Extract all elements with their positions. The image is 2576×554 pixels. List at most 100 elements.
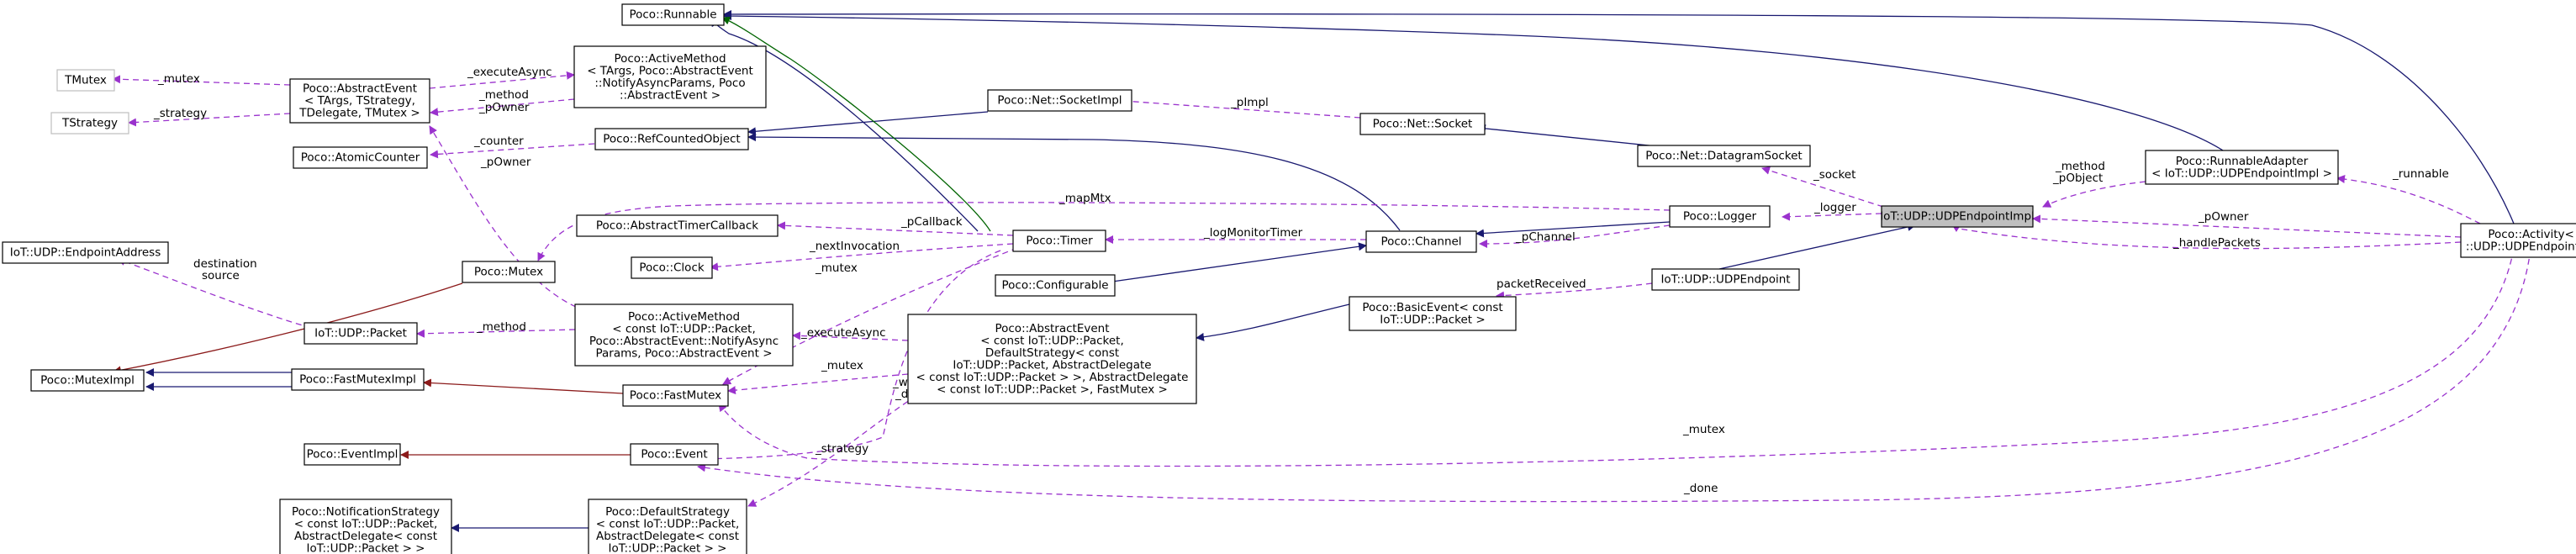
label-source: source <box>202 269 240 282</box>
node-fast-mutex[interactable]: Poco::FastMutex <box>622 384 729 407</box>
node-label: AbstractDelegate< const <box>596 530 739 543</box>
node-active-method-t[interactable]: Poco::ActiveMethod< TArgs, Poco::Abstrac… <box>573 45 767 108</box>
node-packet[interactable]: IoT::UDP::Packet <box>304 322 418 345</box>
node-box <box>1012 230 1106 252</box>
node-box <box>1365 230 1477 253</box>
node-label: TDelegate, TMutex > <box>298 107 420 120</box>
edge-logger-channel <box>1475 221 1671 238</box>
node-label: ::AbstractEvent > <box>620 88 721 102</box>
node-channel[interactable]: Poco::Channel <box>1365 230 1477 253</box>
node-abstract-event-t[interactable]: Poco::AbstractEvent< TArgs, TStrategy,TD… <box>289 78 430 124</box>
label-strategy-tstrategy: _strategy <box>153 107 207 120</box>
label-pimpl: _pImpl <box>1230 96 1269 109</box>
node-label: IoT::UDP::Packet > <box>1380 313 1485 326</box>
label-pcallback: _pCallback <box>900 215 963 229</box>
edge-pchannel <box>1479 224 1671 248</box>
node-datagram-socket[interactable]: Poco::Net::DatagramSocket <box>1637 145 1811 167</box>
edge-activity-runnable-adapter <box>2336 175 2481 224</box>
edge-packet-received <box>1496 282 1653 300</box>
node-logger[interactable]: Poco::Logger <box>1669 205 1771 228</box>
edge-abstract-event-default-strategy <box>747 384 934 507</box>
node-box <box>576 214 779 237</box>
node-label: Poco::Channel <box>1380 235 1461 249</box>
node-label: < TArgs, Poco::AbstractEvent <box>587 64 753 77</box>
label-mutex-tmutex: _mutex <box>157 72 200 86</box>
node-runnable-adapter[interactable]: Poco::RunnableAdapter< IoT::UDP::UDPEndp… <box>2145 150 2339 185</box>
node-default-strategy[interactable]: Poco::DefaultStrategy< const IoT::UDP::P… <box>588 499 747 554</box>
edge-timer-callback <box>777 221 1014 236</box>
label-method-1: _method <box>478 88 529 102</box>
node-box <box>2 241 169 264</box>
label-mutex-event: _mutex <box>821 359 863 372</box>
node-box <box>2460 223 2576 258</box>
edge-configurable-channel <box>1106 242 1367 283</box>
node-label: IoT::UDP::UDPEndpoint <box>1660 273 1790 287</box>
node-label: TMutex <box>64 74 107 87</box>
node-atomic-counter[interactable]: Poco::AtomicCounter <box>293 146 428 169</box>
node-box <box>304 322 418 345</box>
edge-activity-powner <box>2032 214 2462 238</box>
node-tmutex[interactable]: TMutex <box>56 69 115 92</box>
node-label: IoT::UDP::Packet, AbstractDelegate <box>953 358 1151 372</box>
node-udp-endpoint[interactable]: IoT::UDP::UDPEndpoint <box>1651 268 1800 291</box>
node-active-method-packet[interactable]: Poco::ActiveMethod< const IoT::UDP::Pack… <box>574 303 794 367</box>
label-pobject: _pObject <box>2052 171 2103 185</box>
node-event[interactable]: Poco::Event <box>630 443 719 466</box>
node-timer-callback[interactable]: Poco::AbstractTimerCallback <box>576 214 779 237</box>
node-basic-event[interactable]: Poco::BasicEvent< constIoT::UDP::Packet … <box>1349 296 1517 331</box>
node-box <box>1651 268 1800 291</box>
node-label: < const IoT::UDP::Packet, <box>294 517 438 530</box>
node-endpoint-address[interactable]: IoT::UDP::EndpointAddress <box>2 241 169 264</box>
node-box <box>574 303 794 367</box>
node-socket-impl[interactable]: Poco::Net::SocketImpl <box>987 89 1132 112</box>
node-box <box>622 384 729 407</box>
node-tstrategy[interactable]: TStrategy <box>50 112 129 135</box>
node-label: Poco::DefaultStrategy <box>605 505 730 519</box>
edge-active-method-powner-2 <box>429 125 577 308</box>
edge-abstract-event-mutex <box>727 373 909 395</box>
edge-handle-packets <box>1951 224 2462 250</box>
node-configurable[interactable]: Poco::Configurable <box>995 274 1116 297</box>
node-runnable[interactable]: Poco::Runnable <box>621 3 725 26</box>
edge-activity-done <box>697 248 2531 503</box>
label-mutex-activity: _mutex <box>1682 423 1725 436</box>
node-net-socket[interactable]: Poco::Net::Socket <box>1359 113 1486 135</box>
label-handle-packets: _handlePackets <box>2172 236 2261 250</box>
node-refcounted[interactable]: Poco::RefCountedObject <box>594 128 749 150</box>
node-event-impl[interactable]: Poco::EventImpl <box>304 443 401 466</box>
node-box <box>289 78 430 124</box>
node-box <box>1881 205 2034 228</box>
label-execute-async-1: _executeAsync <box>467 66 552 79</box>
node-clock[interactable]: Poco::Clock <box>631 256 713 279</box>
node-notification-strategy[interactable]: Poco::NotificationStrategy< const IoT::U… <box>279 499 452 554</box>
node-label: IoT::UDP::EndpointAddress <box>10 246 161 260</box>
node-box <box>573 45 767 108</box>
node-abstract-event-packet[interactable]: Poco::AbstractEvent< const IoT::UDP::Pac… <box>907 314 1197 404</box>
node-mutex[interactable]: Poco::Mutex <box>462 261 556 283</box>
node-mutex-impl[interactable]: Poco::MutexImpl <box>30 369 145 392</box>
label-powner-3: _pOwner <box>2198 210 2249 224</box>
node-label: < TArgs, TStrategy, <box>304 94 415 108</box>
node-fast-mutex-impl[interactable]: Poco::FastMutexImpl <box>291 368 425 391</box>
node-label: Poco::ActiveMethod <box>614 52 726 66</box>
edge-packet-endpoint-address <box>117 257 312 329</box>
node-box <box>462 261 556 283</box>
node-label: Poco::AbstractEvent <box>303 82 417 96</box>
node-box <box>987 89 1132 112</box>
label-map-mtx: _mapMtx <box>1058 192 1111 205</box>
node-endpoint-impl[interactable]: IoT::UDP::UDPEndpointImpl <box>1880 205 2035 228</box>
edges <box>112 9 2531 532</box>
node-label: Poco::Activity< IoT <box>2488 228 2576 241</box>
node-box <box>594 128 749 150</box>
edge-timer-wakeup-done <box>697 250 1001 463</box>
label-counter: _counter <box>473 135 524 148</box>
edge-logger <box>1782 212 1882 221</box>
node-box <box>1359 113 1486 135</box>
node-label: ::UDP::UDPEndpointImpl > <box>2466 240 2576 253</box>
node-label: < const IoT::UDP::Packet, <box>596 517 740 530</box>
label-powner-2: _pOwner <box>480 156 531 169</box>
node-box <box>279 499 452 554</box>
node-timer[interactable]: Poco::Timer <box>1012 230 1106 252</box>
node-activity[interactable]: Poco::Activity< IoT::UDP::UDPEndpointImp… <box>2460 223 2576 258</box>
node-label: < const IoT::UDP::Packet > >, AbstractDe… <box>916 371 1189 384</box>
